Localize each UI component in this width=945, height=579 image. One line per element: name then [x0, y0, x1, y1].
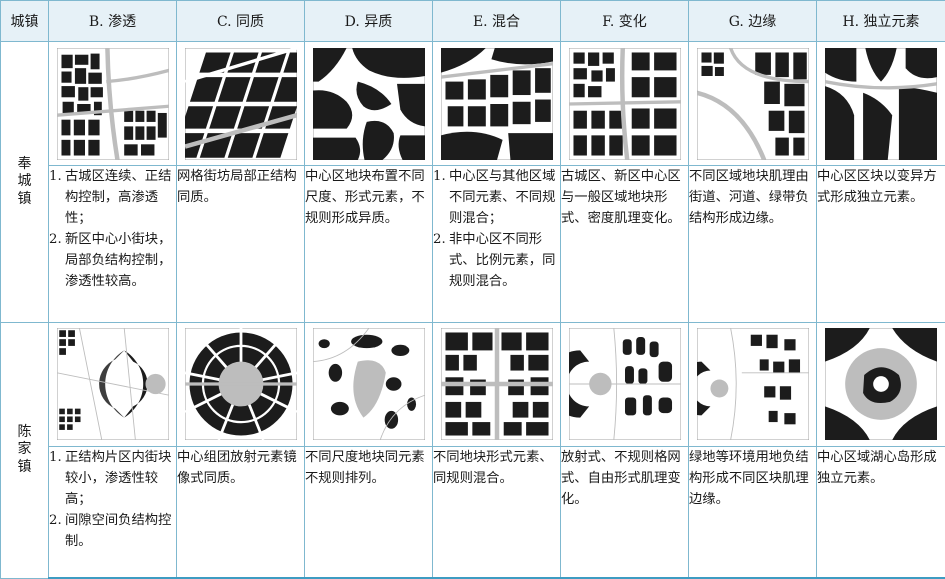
map-thumbnail — [440, 328, 553, 441]
fengcheng-g-map — [688, 41, 817, 166]
chenjia-c-desc: 中心组团放射元素镜像式同质。 — [176, 445, 305, 579]
fengcheng-c-desc: 网格街坊局部正结构同质。 — [176, 165, 305, 323]
map-thumbnail — [312, 47, 425, 160]
fengcheng-g-desc: 不同区域地块肌理由街道、河道、绿带负结构形成边缘。 — [688, 165, 817, 323]
chenjia-b-map — [48, 321, 177, 447]
chenjia-d-map — [304, 321, 433, 447]
header-col-h: H. 独立元素 — [816, 0, 945, 42]
chenjia-f-map — [560, 321, 689, 447]
fengcheng-image-row: 奉 城 镇 — [0, 41, 945, 323]
fengcheng-h-map — [816, 41, 945, 166]
chenjia-g-map — [688, 321, 817, 447]
chenjia-g-desc: 绿地等环境用地负结构形成不同区块肌理边缘。 — [688, 445, 817, 579]
chenjia-image-row: 陈 家 镇 — [0, 321, 945, 579]
chenjia-f-desc: 放射式、不规则格网式、自由形式肌理变化。 — [560, 445, 689, 579]
map-thumbnail — [825, 47, 937, 160]
header-col-g: G. 边缘 — [688, 0, 817, 42]
town-fengcheng: 奉 城 镇 — [0, 41, 49, 323]
chenjia-e-desc: 不同地块形式元素、同规则混合。 — [432, 445, 561, 579]
map-thumbnail — [440, 47, 553, 160]
fengcheng-d-map — [304, 41, 433, 166]
map-thumbnail — [696, 328, 809, 441]
chenjia-c-map — [176, 321, 305, 447]
chenjia-e-map — [432, 321, 561, 447]
chenjia-d-desc: 不同尺度地块同元素不规则排列。 — [304, 445, 433, 579]
header-col-d: D. 异质 — [304, 0, 433, 42]
header-col-e: E. 混合 — [432, 0, 561, 42]
chenjia-h-map — [816, 321, 945, 447]
map-thumbnail — [696, 47, 809, 160]
header-col-f: F. 变化 — [560, 0, 689, 42]
header-row: 城镇 B. 渗透 C. 同质 D. 异质 E. 混合 F. 变化 G. 边缘 H… — [0, 0, 945, 42]
map-thumbnail — [184, 47, 297, 160]
fengcheng-c-map — [176, 41, 305, 166]
town-chenjia: 陈 家 镇 — [0, 321, 49, 579]
chenjia-text-row: 1.正结构片区内街块较小，渗透性较高； 2.间隙空间负结构控制。 中心组团放射元… — [1, 445, 945, 579]
map-thumbnail — [184, 328, 297, 441]
header-town: 城镇 — [0, 0, 49, 42]
fengcheng-text-row: 1.古城区连续、正结构控制，高渗透性； 2.新区中心小街块，局部负结构控制，渗透… — [1, 165, 945, 323]
chenjia-b-desc: 1.正结构片区内街块较小，渗透性较高； 2.间隙空间负结构控制。 — [48, 445, 177, 579]
fengcheng-f-map — [560, 41, 689, 166]
fengcheng-d-desc: 中心区地块布置不同尺度、形式元素，不规则形成异质。 — [304, 165, 433, 323]
header-col-b: B. 渗透 — [48, 0, 177, 42]
map-thumbnail — [56, 47, 169, 160]
fengcheng-h-desc: 中心区区块以变异方式形成独立元素。 — [816, 165, 945, 323]
map-thumbnail — [825, 328, 937, 441]
fengcheng-e-map — [432, 41, 561, 166]
map-thumbnail — [312, 328, 425, 441]
map-thumbnail — [56, 328, 169, 441]
map-thumbnail — [568, 328, 681, 441]
fengcheng-b-map — [48, 41, 177, 166]
header-col-c: C. 同质 — [176, 0, 305, 42]
fengcheng-e-desc: 1.中心区与其他区域不同元素、不同规则混合； 2.非中心区不同形式、比例元素，同… — [432, 165, 561, 323]
chenjia-h-desc: 中心区域湖心岛形成独立元素。 — [816, 445, 945, 579]
fengcheng-f-desc: 古城区、新区中心区与一般区域地块形式、密度肌理变化。 — [560, 165, 689, 323]
map-thumbnail — [568, 47, 681, 160]
fengcheng-b-desc: 1.古城区连续、正结构控制，高渗透性； 2.新区中心小街块，局部负结构控制，渗透… — [48, 165, 177, 323]
